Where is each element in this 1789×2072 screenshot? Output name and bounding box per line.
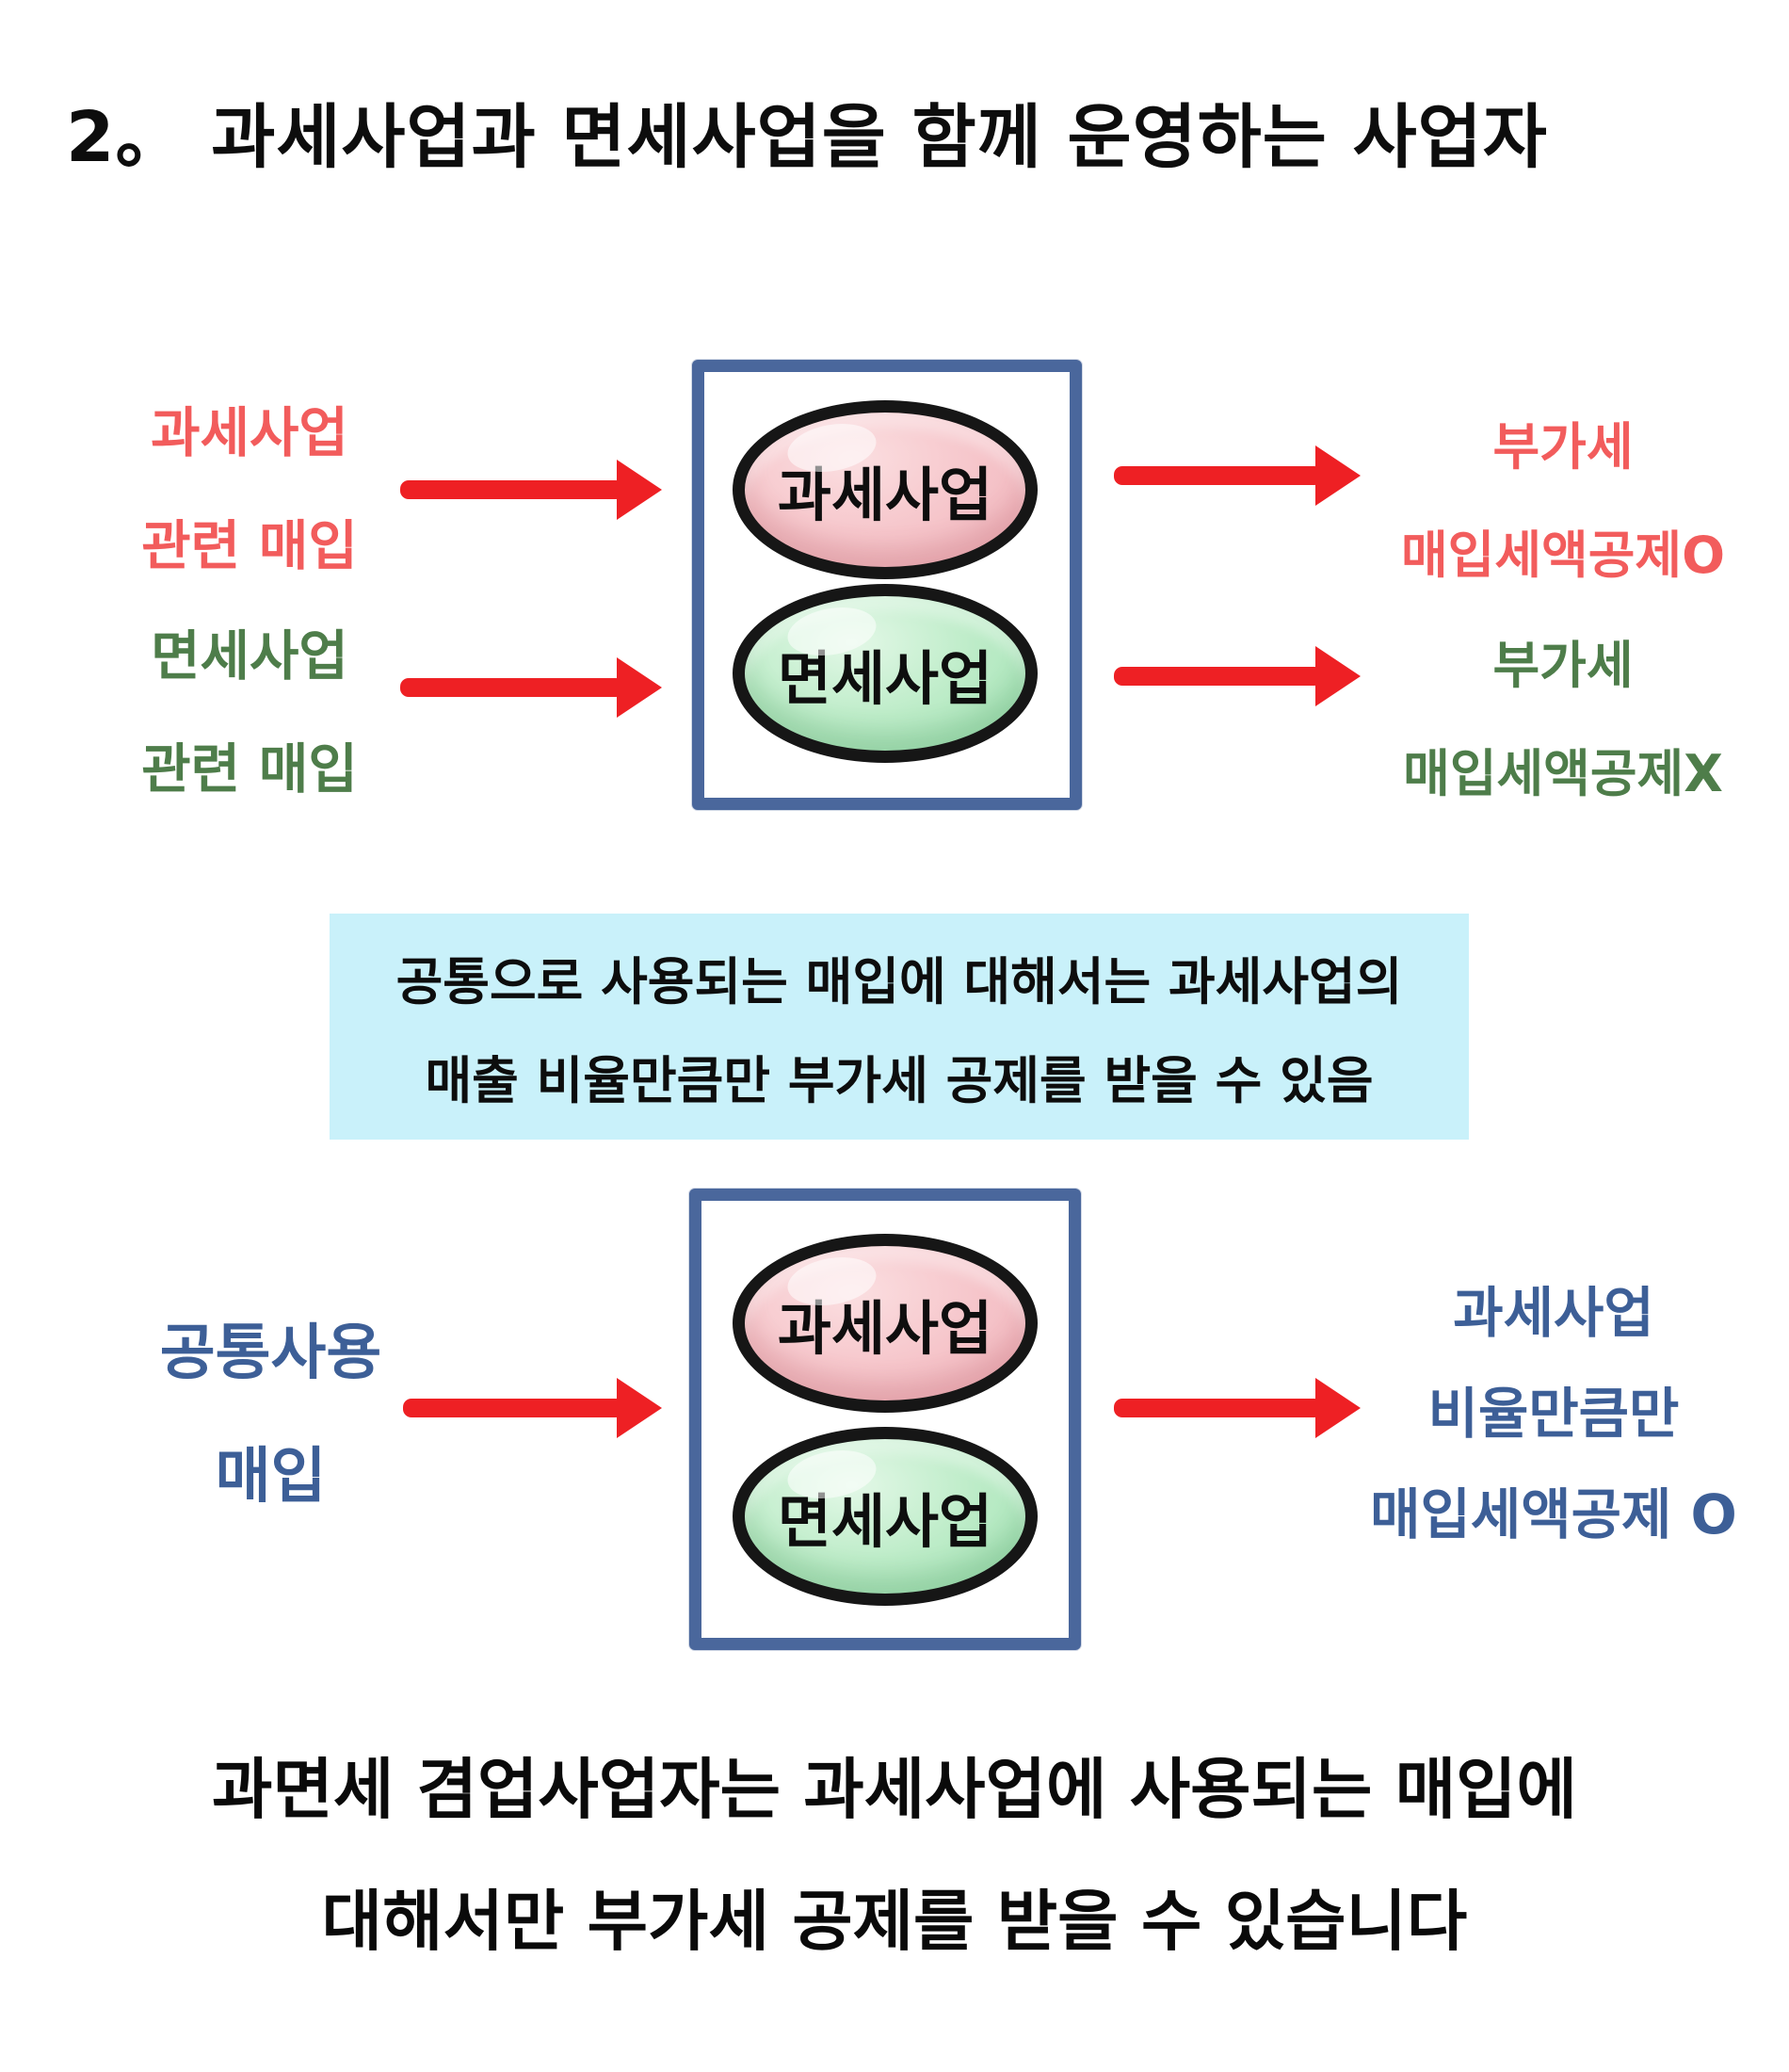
arrow-shaft [400,480,624,499]
summary-line-1: 과면세 겸업사업자는 과세사업에 사용되는 매입에 [212,1751,1577,1828]
red-arrow-taxable-input-icon [400,460,662,520]
red-arrow-taxable-output-icon [1114,445,1361,506]
label-line: 매입 [215,1442,327,1512]
oval-label: 과세사업 [777,1294,993,1363]
label-line: 과세사업 [1453,1281,1654,1345]
oval-label: 면세사업 [777,1487,993,1556]
label-proportional-deduction: 과세사업 비율만큼만 매입세액공제 O [1314,1263,1789,1565]
note-line: 매출 비율만큼만 부가세 공제를 받을 수 있음 [425,1051,1374,1110]
arrow-shaft [1114,1399,1323,1417]
red-arrow-exempt-input-icon [400,657,662,718]
taxable-business-oval-1: 과세사업 [733,400,1038,579]
arrow-shaft [403,1399,624,1417]
red-arrow-common-output-icon [1114,1378,1361,1438]
note-line: 공통으로 사용되는 매입에 대해서는 과세사업의 [395,952,1403,1012]
arrow-head [1315,445,1361,506]
label-line: 매입세액공제X [1403,744,1723,803]
red-arrow-exempt-output-icon [1114,646,1361,706]
label-line: 관련 매입 [141,738,358,801]
arrow-shaft [1114,667,1323,686]
label-vat-deduction-yes: 부가세 매입세액공제O [1332,393,1789,609]
taxable-business-oval-2: 과세사업 [733,1234,1038,1413]
label-vat-deduction-no: 부가세 매입세액공제X [1332,611,1789,828]
exempt-business-oval-2: 면세사업 [733,1427,1038,1606]
arrow-shaft [1114,466,1323,485]
arrow-shaft [400,678,624,697]
arrow-head [1315,646,1361,706]
arrow-head [617,1378,662,1438]
label-line: 매입세액공제 O [1370,1482,1737,1546]
arrow-head [617,657,662,718]
page-title: 2。 과세사업과 면세사업을 함께 운영하는 사업자 [66,97,1548,178]
label-taxable-related-purchases: 과세사업 관련 매입 [85,377,414,603]
arrow-head [1315,1378,1361,1438]
red-arrow-common-input-icon [403,1378,662,1438]
label-line: 매입세액공제O [1401,526,1725,585]
label-line: 면세사업 [151,625,348,688]
label-line: 공통사용 [159,1319,382,1388]
arrow-head [617,460,662,520]
label-line: 부가세 [1492,417,1634,477]
exempt-business-oval-1: 면세사업 [733,584,1038,763]
common-purchase-note: 공통으로 사용되는 매입에 대해서는 과세사업의 매출 비율만큼만 부가세 공제… [330,914,1469,1140]
summary-line-2: 대해서만 부가세 공제를 받을 수 있습니다 [321,1883,1468,1960]
oval-label: 면세사업 [777,644,993,713]
label-common-use-purchases: 공통사용 매입 [80,1292,461,1539]
oval-label: 과세사업 [777,461,993,529]
label-exempt-related-purchases: 면세사업 관련 매입 [85,600,414,826]
summary-statement: 과면세 겸업사업자는 과세사업에 사용되는 매입에 대해서만 부가세 공제를 받… [0,1724,1789,1987]
label-line: 관련 매입 [141,515,358,577]
label-line: 부가세 [1492,636,1634,695]
label-line: 과세사업 [151,402,348,464]
label-line: 비율만큼만 [1427,1382,1680,1446]
